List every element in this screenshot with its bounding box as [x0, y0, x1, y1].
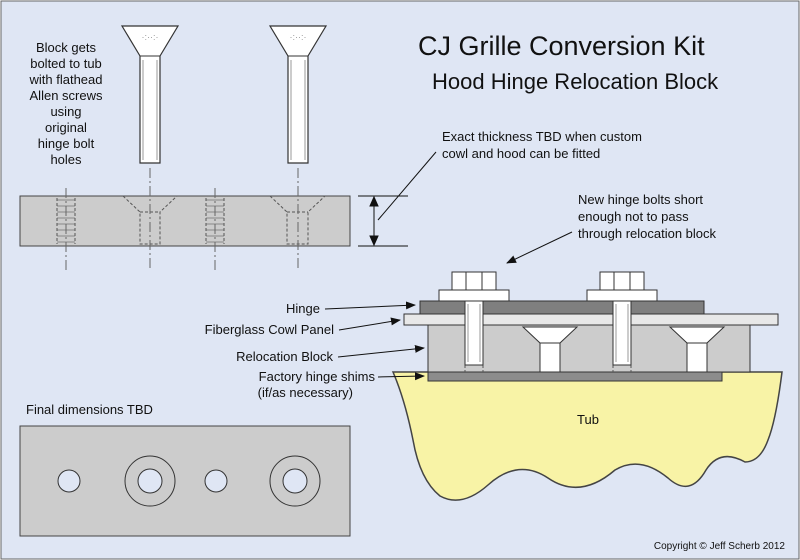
block-side-view: [19, 168, 351, 270]
svg-text:·:··:·: ·:··:·: [290, 32, 307, 42]
hinge-bolt-left: [438, 271, 510, 366]
cowl-arrow: [338, 317, 401, 331]
tub-shape: [391, 371, 783, 501]
title-line2: Hood Hinge Relocation Block: [432, 69, 719, 94]
new-bolts-note-line2: enough not to pass: [578, 209, 689, 224]
countersink-hole: [137, 468, 163, 494]
copyright: Copyright © Jeff Scherb 2012: [654, 541, 786, 552]
svg-text:·:··:·: ·:··:·: [142, 32, 159, 42]
flathead-screw-right: ·:··:·: [268, 25, 328, 164]
new-bolts-note-line3: through relocation block: [578, 226, 717, 241]
hinge-shims: [427, 371, 723, 382]
cowl-label: Fiberglass Cowl Panel: [205, 322, 334, 337]
assembled-flathead-right: [668, 326, 726, 373]
shims-label-line1: Factory hinge shims: [259, 369, 376, 384]
shims-arrow: [377, 372, 425, 381]
final-dimensions-label: Final dimensions TBD: [26, 402, 153, 417]
note-line: hinge bolt: [38, 136, 95, 151]
note-line: holes: [50, 152, 82, 167]
hinge-bolt-right: [586, 271, 658, 366]
bolt-hole: [57, 469, 81, 493]
shims-label-line2: (if/as necessary): [258, 385, 353, 400]
thickness-note-line1: Exact thickness TBD when custom: [442, 129, 642, 144]
note-line: with flathead: [29, 72, 103, 87]
block-arrow: [337, 344, 425, 358]
new-bolts-arrow: [506, 231, 573, 264]
cowl-panel: [403, 313, 779, 326]
title-line1: CJ Grille Conversion Kit: [418, 31, 705, 61]
new-bolts-note-line1: New hinge bolts short: [578, 192, 703, 207]
block-bolted-note: Block gets bolted to tub with flathead A…: [29, 40, 103, 167]
bolt-hole: [204, 469, 228, 493]
note-line: using: [50, 104, 81, 119]
assembled-flathead-left: [521, 326, 579, 373]
block-label: Relocation Block: [236, 349, 333, 364]
flathead-screw-left: ·:··:·: [120, 25, 180, 164]
note-line: original: [45, 120, 87, 135]
note-line: bolted to tub: [30, 56, 102, 71]
hinge-plate: [419, 300, 705, 315]
hinge-arrow: [324, 301, 416, 310]
hinge-label: Hinge: [286, 301, 320, 316]
note-line: Allen screws: [30, 88, 103, 103]
countersink-hole: [282, 468, 308, 494]
note-line: Block gets: [36, 40, 96, 55]
tub-label: Tub: [577, 412, 599, 427]
block-top-view: [19, 425, 351, 537]
thickness-note-line2: cowl and hood can be fitted: [442, 146, 600, 161]
thickness-dimension: [358, 151, 437, 247]
